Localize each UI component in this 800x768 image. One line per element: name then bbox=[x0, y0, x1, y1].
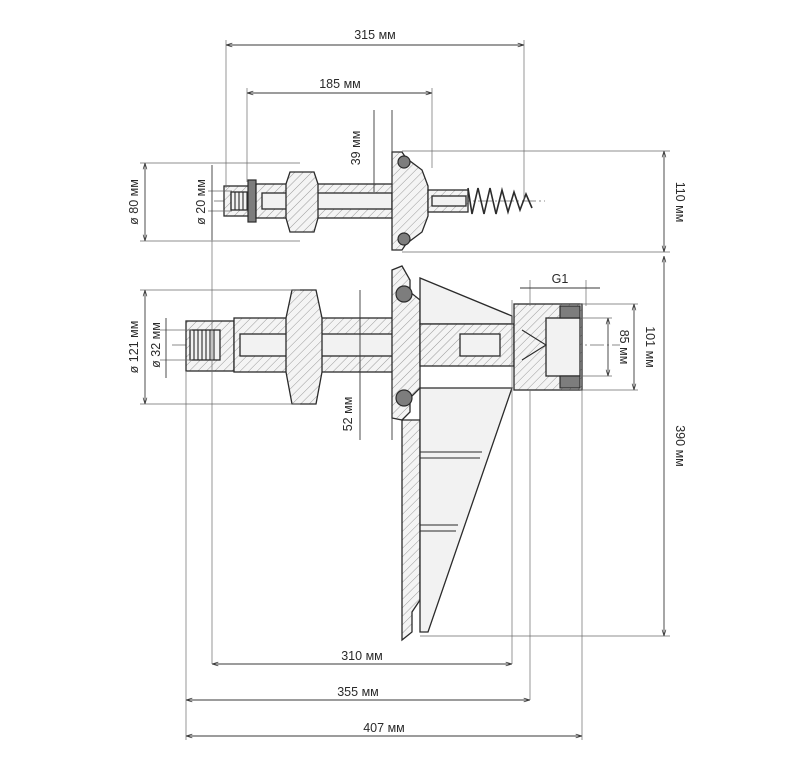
dim-110-label: 110 мм bbox=[673, 182, 687, 223]
top-inlet-ring bbox=[247, 179, 257, 223]
top-fitting bbox=[214, 151, 545, 251]
bottom-bracket-wing bbox=[419, 387, 513, 633]
dim-52-label: 52 мм bbox=[341, 397, 355, 432]
dim-80-label: ø 80 мм bbox=[127, 179, 141, 225]
top-flange bbox=[391, 151, 429, 251]
dim-101-label: 101 мм bbox=[643, 326, 657, 368]
dim-315-label: 315 мм bbox=[354, 28, 396, 42]
top-inlet-thread bbox=[230, 192, 248, 210]
dim-20-label: ø 20 мм bbox=[194, 179, 208, 225]
dim-121-label: ø 121 мм bbox=[127, 321, 141, 374]
bottom-hex-nut bbox=[285, 289, 323, 405]
top-seal-upper bbox=[397, 155, 411, 169]
bottom-nozzle-seal-top bbox=[559, 305, 581, 319]
bottom-fitting bbox=[172, 265, 620, 642]
bottom-inlet-bore bbox=[189, 329, 221, 361]
dim-32-label: ø 32 мм bbox=[149, 322, 163, 368]
bottom-seal-upper bbox=[395, 285, 413, 303]
bottom-nozzle-bore bbox=[545, 317, 581, 377]
top-tube-bore bbox=[261, 192, 393, 210]
dim-310-label: 310 мм bbox=[341, 649, 383, 663]
bottom-bracket-post bbox=[401, 419, 421, 642]
top-seal-lower bbox=[397, 232, 411, 246]
dim-g1-label: G1 bbox=[552, 272, 569, 286]
top-dimensions: 315 мм 185 мм 39 мм ø 80 мм ø 20 мм 110 … bbox=[127, 28, 687, 253]
bottom-inlet-thread bbox=[193, 330, 215, 360]
bottom-seal-lower bbox=[395, 389, 413, 407]
bottom-dimensions: G1 ø 121 мм ø 32 мм 52 мм 85 мм 101 мм 3… bbox=[127, 240, 687, 740]
top-outlet-bore bbox=[431, 195, 467, 207]
top-hex-nut bbox=[285, 171, 319, 233]
dim-407-label: 407 мм bbox=[363, 721, 405, 735]
bottom-nozzle-seal-bottom bbox=[559, 375, 581, 389]
dim-185-label: 185 мм bbox=[319, 77, 361, 91]
dim-355-label: 355 мм bbox=[337, 685, 379, 699]
top-spring bbox=[467, 186, 533, 215]
dim-85-label: 85 мм bbox=[617, 330, 631, 365]
bottom-nozzle-cone bbox=[521, 329, 548, 361]
bottom-upper-wing bbox=[419, 277, 513, 325]
dim-390-label: 390 мм bbox=[673, 425, 687, 467]
bottom-inner-bore bbox=[459, 333, 501, 357]
dim-39-label: 39 мм bbox=[349, 131, 363, 166]
